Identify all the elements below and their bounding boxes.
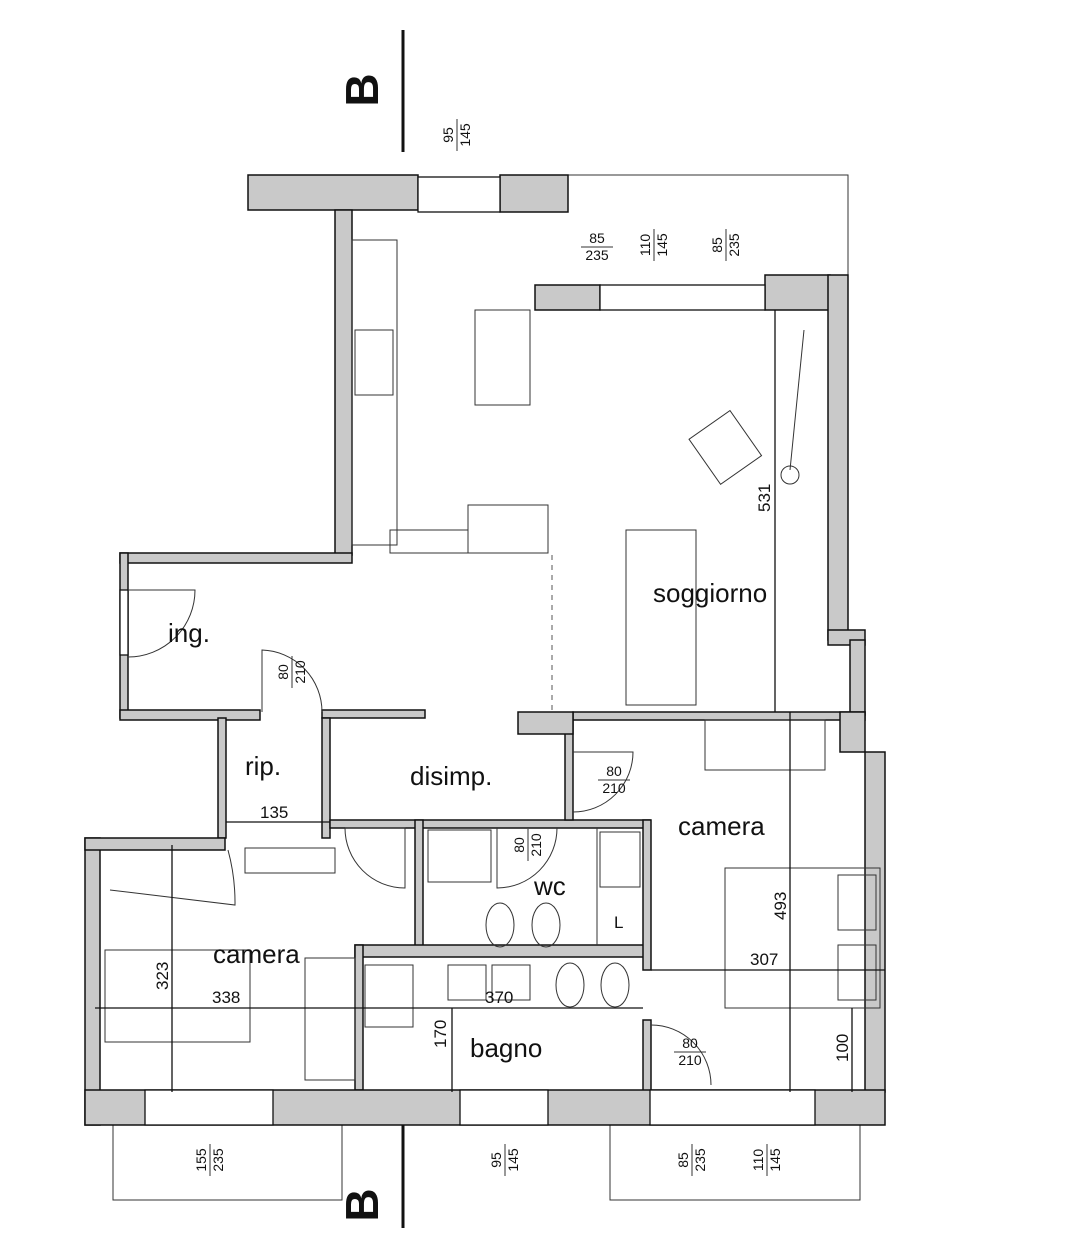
- opening-bathroom-window: 95 145: [488, 1144, 521, 1176]
- svg-text:80: 80: [606, 763, 622, 779]
- svg-text:145: 145: [767, 1148, 783, 1172]
- windows: [119, 176, 816, 1126]
- dim-bedroom-left-depth: 323: [153, 962, 172, 990]
- dim-bathroom-depth: 170: [431, 1020, 450, 1048]
- svg-text:210: 210: [678, 1052, 702, 1068]
- svg-text:85: 85: [589, 230, 605, 246]
- section-marker-top: B: [336, 30, 405, 152]
- svg-text:155: 155: [193, 1148, 209, 1172]
- dim-bedroom-left-width: 338: [212, 988, 240, 1007]
- room-label-entrance: ing.: [168, 618, 210, 648]
- svg-text:110: 110: [750, 1149, 766, 1172]
- svg-text:145: 145: [457, 123, 473, 147]
- opening-living-balcony-door: 85 235: [709, 229, 742, 261]
- svg-text:95: 95: [440, 127, 456, 143]
- svg-text:110: 110: [637, 234, 653, 257]
- room-label-laundry: L: [614, 913, 623, 932]
- walls: [84, 174, 886, 1126]
- room-label-storage: rip.: [245, 751, 281, 781]
- svg-text:80: 80: [511, 837, 527, 853]
- svg-text:210: 210: [528, 833, 544, 857]
- dim-living-depth: 531: [755, 484, 774, 512]
- dim-bedroom-right-depth: 493: [771, 892, 790, 920]
- dim-bedroom-right-width: 307: [750, 950, 778, 969]
- room-label-bedroom-left: camera: [213, 939, 300, 969]
- room-label-living: soggiorno: [653, 578, 767, 608]
- opening-wc-door: 80 210: [511, 829, 544, 861]
- section-label-top: B: [336, 73, 388, 106]
- svg-text:80: 80: [275, 664, 291, 680]
- opening-kitchen-balcony-door: 85 235: [581, 230, 613, 263]
- room-label-bedroom-right: camera: [678, 811, 765, 841]
- dim-bathroom-width: 370: [485, 988, 513, 1007]
- svg-text:235: 235: [585, 247, 609, 263]
- opening-bedroom-left-window: 155 235: [193, 1144, 226, 1176]
- svg-text:145: 145: [654, 233, 670, 257]
- svg-text:95: 95: [488, 1152, 504, 1168]
- opening-storage-door: 80 210: [275, 656, 308, 688]
- svg-text:235: 235: [210, 1148, 226, 1172]
- opening-bedroom-right-window: 110 145: [750, 1144, 783, 1176]
- svg-text:210: 210: [292, 660, 308, 684]
- dim-storage-width: 135: [260, 803, 288, 822]
- svg-text:235: 235: [692, 1148, 708, 1172]
- opening-kitchen-top-window: 95 145: [440, 119, 473, 151]
- svg-text:85: 85: [709, 237, 725, 253]
- svg-text:210: 210: [602, 780, 626, 796]
- dim-bedroom-right-window-offset: 100: [833, 1034, 852, 1062]
- dimension-lines: [95, 310, 885, 1092]
- svg-text:235: 235: [726, 233, 742, 257]
- opening-bedroom-right-door: 80 210: [598, 763, 630, 796]
- svg-text:145: 145: [505, 1148, 521, 1172]
- opening-bathroom-door: 80 210: [674, 1035, 706, 1068]
- room-label-bathroom: bagno: [470, 1033, 542, 1063]
- section-label-bottom: B: [336, 1188, 388, 1221]
- svg-text:80: 80: [682, 1035, 698, 1051]
- room-label-hall: disimp.: [410, 761, 492, 791]
- svg-text:85: 85: [675, 1152, 691, 1168]
- opening-living-window: 110 145: [637, 229, 670, 261]
- room-label-wc: wc: [533, 871, 566, 901]
- opening-bedroom-right-balcony-door: 85 235: [675, 1144, 708, 1176]
